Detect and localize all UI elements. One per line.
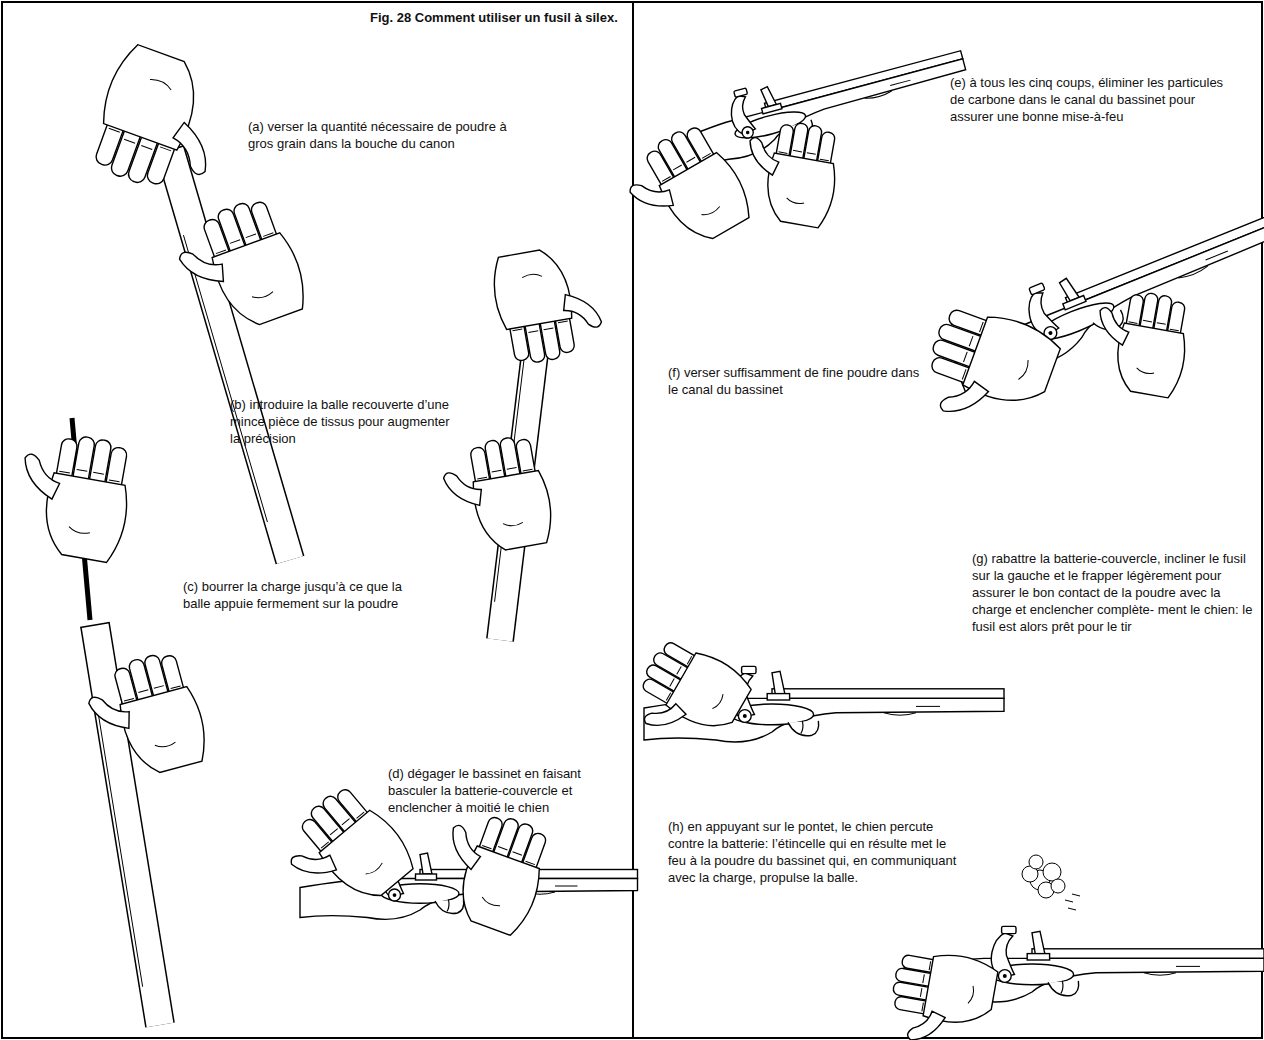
- step-caption: (c) bourrer la charge jusqu’à ce que la …: [183, 578, 423, 612]
- hand-drawing: [82, 41, 238, 204]
- step-caption: (h) en appuyant sur le pontet, le chien …: [668, 818, 960, 886]
- step-caption: (f) verser suffisamment de fine poudre d…: [668, 364, 920, 398]
- barrel-drawing: [156, 146, 290, 560]
- step-caption: (e) à tous les cinq coups, éliminer les …: [950, 74, 1230, 125]
- smoke-burst: [1022, 855, 1080, 910]
- step-caption: (a) verser la quantité nécessaire de pou…: [248, 118, 523, 152]
- hand-drawing: [10, 427, 139, 564]
- hand-drawing: [914, 297, 1064, 441]
- hand-drawing: [624, 632, 756, 761]
- hand-drawing: [616, 117, 758, 262]
- hand-drawing: [439, 433, 557, 559]
- step-caption: (g) rabattre la batterie-couvercle, incl…: [972, 550, 1254, 635]
- step-caption: (d) dégager le bassinet en faisant bascu…: [388, 765, 616, 816]
- hand-drawing: [81, 647, 212, 785]
- hand-drawing: [489, 242, 607, 368]
- hand-drawing: [1087, 285, 1194, 399]
- figure-title: Fig. 28 Comment utiliser un fusil à sile…: [370, 10, 618, 25]
- step-caption: (b) introduire la balle recouverte d’une…: [230, 396, 462, 447]
- hand-drawing: [426, 801, 558, 939]
- barrel-drawing: [80, 623, 160, 1025]
- hand-drawing: [885, 946, 999, 1040]
- hand-drawing: [169, 192, 313, 342]
- flintlock-drawing: [651, 32, 972, 177]
- hand-drawing: [737, 115, 844, 229]
